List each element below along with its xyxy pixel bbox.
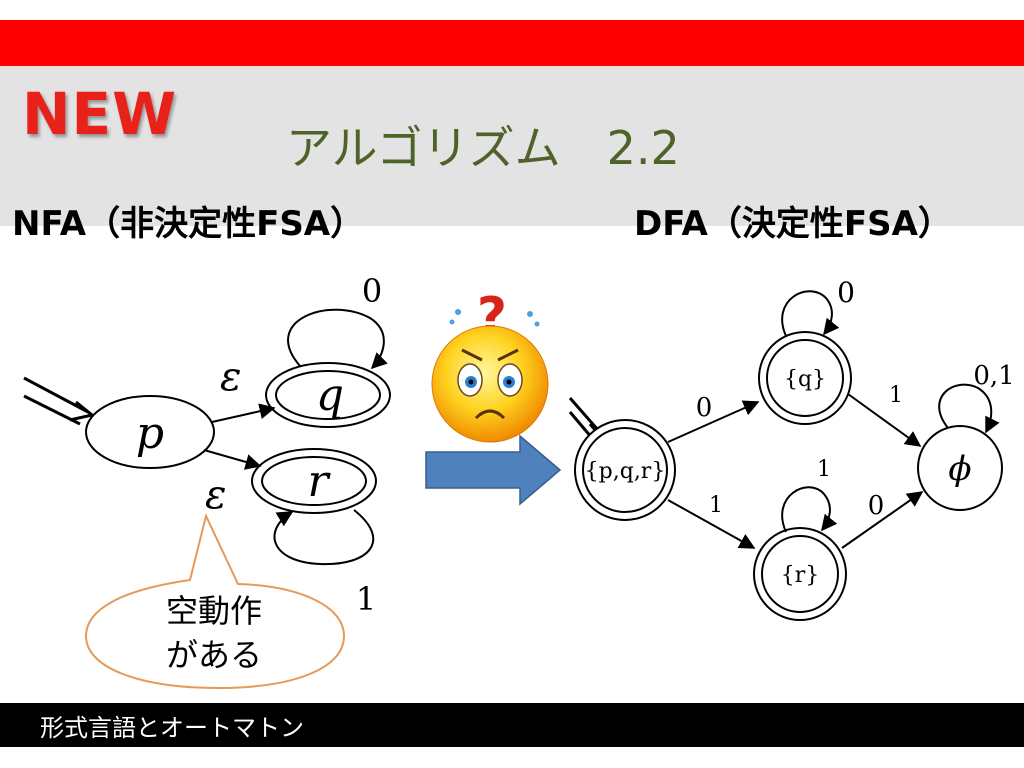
nfa-loop-r (273, 509, 375, 566)
nfa-loop-q-label: 0 (362, 272, 382, 310)
dfa-edge-start-q (667, 400, 760, 443)
dfa-edge-start-r (667, 499, 756, 549)
dfa-loop-empty-label: 0,1 (973, 361, 1014, 391)
transform-arrow (425, 434, 562, 506)
dfa-state-q: {q} (758, 331, 852, 425)
dfa-state-start-label: {p,q,r} (585, 459, 666, 484)
dfa-edge-start-r-label: 1 (709, 493, 723, 518)
title-band (0, 66, 1024, 226)
callout-line-2: がある (166, 636, 262, 674)
nfa-loop-q (287, 308, 388, 370)
nfa-start-arrow (23, 376, 96, 426)
nfa-state-p-label: p (136, 408, 164, 459)
dfa-loop-r-label: 1 (817, 457, 831, 482)
new-badge: NEW (22, 80, 178, 148)
dfa-edge-q-empty (847, 393, 922, 447)
dfa-edge-q-empty-label: 1 (889, 383, 903, 408)
nfa-state-q-label: q (316, 370, 344, 421)
dfa-edge-r-empty-label: 0 (868, 491, 885, 521)
nfa-state-q: q (265, 362, 391, 428)
dfa-state-empty: ϕ (917, 425, 1003, 511)
nfa-diagram: p q r ε ε 0 1 空動作 がある (23, 272, 391, 690)
dfa-edge-r-empty (841, 491, 924, 549)
slide-title: アルゴリズム 2.2 (286, 121, 680, 175)
nfa-edge-p-r (203, 449, 262, 470)
footer-bar (0, 703, 1024, 747)
dfa-state-empty-label: ϕ (948, 449, 971, 489)
dfa-state-q-label: {q} (784, 367, 826, 392)
footer-text: 形式言語とオートマトン (40, 714, 304, 742)
nfa-heading: NFA（非決定性FSA） (12, 204, 365, 244)
nfa-edge-p-q (211, 403, 276, 423)
nfa-state-r: r (251, 448, 377, 514)
nfa-epsilon-bottom: ε (205, 472, 226, 518)
top-red-band (0, 20, 1024, 66)
dfa-edge-start-q-label: 0 (696, 393, 713, 423)
dfa-state-start: {p,q,r} (574, 419, 676, 521)
dfa-state-r: {r} (753, 527, 847, 621)
dfa-loop-q (781, 290, 840, 337)
dfa-heading: DFA（決定性FSA） (634, 204, 952, 244)
callout-bubble: 空動作 がある (84, 513, 346, 690)
dfa-loop-r (781, 486, 838, 533)
nfa-state-p: p (85, 395, 215, 469)
nfa-state-r-label: r (307, 456, 331, 507)
dfa-diagram: {p,q,r} {q} {r} ϕ 0 1 1 0 0 (568, 276, 1015, 621)
nfa-loop-r-label: 1 (356, 580, 376, 618)
dfa-loop-q-label: 0 (837, 276, 855, 309)
dfa-state-r-label: {r} (781, 563, 820, 588)
nfa-epsilon-top: ε (220, 354, 241, 400)
callout-line-1: 空動作 (166, 592, 262, 630)
confused-face-icon: ? (431, 287, 549, 443)
dfa-loop-empty (938, 383, 1000, 434)
